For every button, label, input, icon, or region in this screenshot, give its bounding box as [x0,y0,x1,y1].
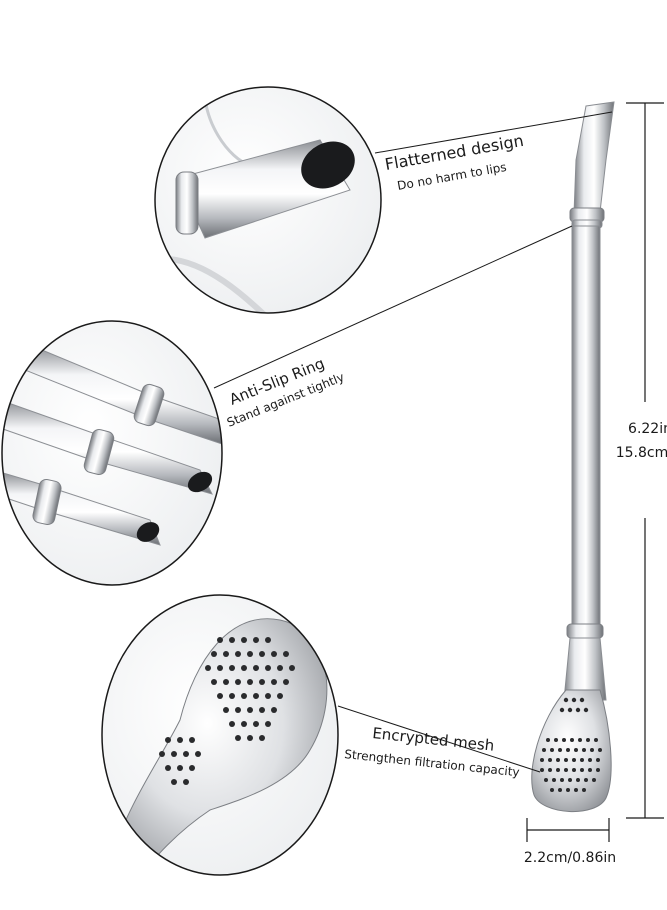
leader-line-anti-slip [213,225,573,389]
mesh-subtitle: Strengthen filtration capacity [344,747,521,779]
mesh-holes [540,697,602,792]
callout-encrypted-mesh [101,594,339,876]
mesh-closeup-holes [159,637,295,785]
width-label: 2.2cm/0.86in [524,850,616,866]
callout-flattened-tip [154,86,382,314]
leader-line-mesh [337,705,541,773]
height-dimension [626,102,664,819]
mesh-title: Encrypted mesh [372,724,496,755]
length-cm-label: 15.8cm [616,445,667,461]
width-dimension [526,818,610,842]
leader-line-flattened [374,111,613,154]
length-inch-label: 6.22in [628,421,667,437]
callout-anti-slip-ring [1,320,223,586]
straw-illustration [531,101,615,812]
